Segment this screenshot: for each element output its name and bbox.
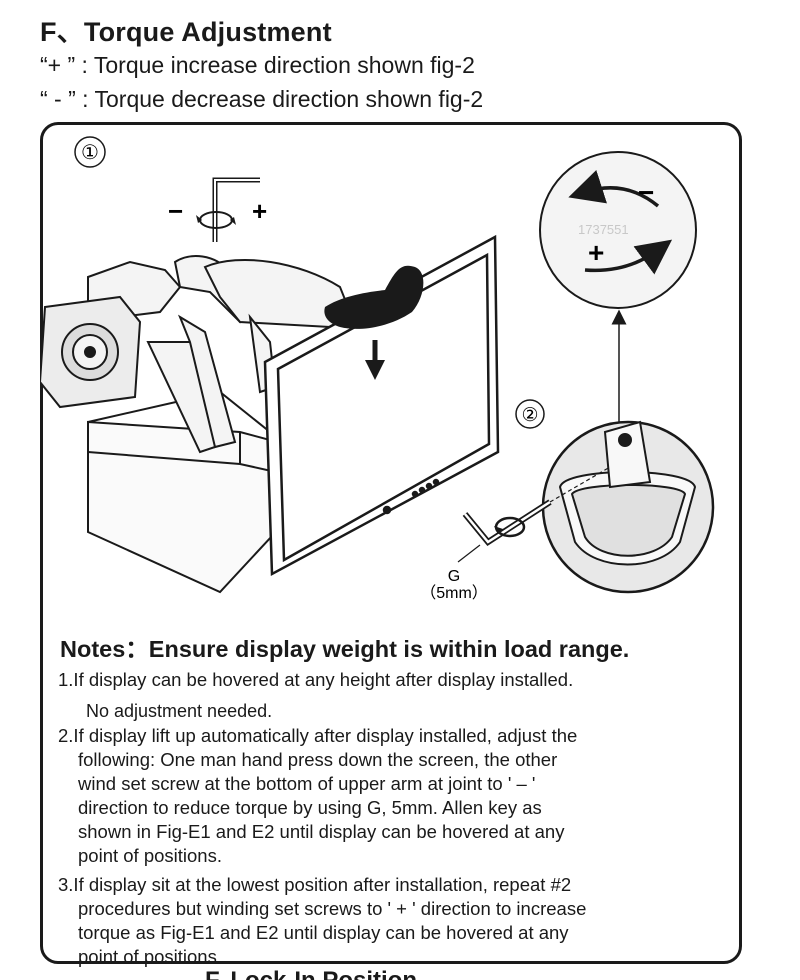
torque-illustration: ① − + [40,136,715,602]
tool-letter: G [448,568,460,585]
hand-icon [324,265,424,329]
plus-direction-note: “+ ” : Torque increase direction shown f… [40,52,475,78]
notes-heading: Notes：Ensure display weight is within lo… [60,636,630,662]
note-2-line-2: following: One man hand press down the s… [78,749,558,770]
instruction-frame [40,122,742,964]
note-2-line-4: direction to reduce torque by using G, 5… [78,797,542,818]
plus-sign: + [252,196,267,226]
tool-size: （5mm） [420,584,488,602]
note-3-line-1: 3.If display sit at the lowest position … [58,874,572,895]
increase-arrow-icon [584,239,673,275]
fig2-label: ② [521,404,538,426]
note-item-3: 3.If display sit at the lowest position … [58,873,708,969]
allen-key-g-icon [462,466,611,546]
fig2-circle [515,399,545,429]
inset-plus-sign: + [588,237,604,268]
note-item-1: 1.If display can be hovered at any heigh… [58,669,574,690]
tool-leader-line [457,544,481,563]
note-3-line-3: torque as Fig-E1 and E2 until display ca… [78,922,569,943]
section-title: F、Torque Adjustment [40,17,332,47]
note-3-line-2: procedures but winding set screws to ' +… [78,898,587,919]
decrease-arrow-icon [568,170,660,208]
allen-key-rotation-icon [196,177,260,242]
note-item-1-sub: No adjustment needed. [86,701,273,721]
note-2-line-3: wind set screw at the bottom of upper ar… [78,773,536,794]
note-2-line-1: 2.If display lift up automatically after… [58,725,578,746]
note-2-line-6: point of positions. [78,845,222,866]
note-item-2: 2.If display lift up automatically after… [58,724,708,868]
fig1-circle [74,136,106,168]
next-section-heading-cut: F. Lock-In Position [205,963,417,980]
joint-detail-drawing [558,420,697,566]
watermark: 1737551 [578,222,629,237]
press-down-arrow-icon [365,340,385,380]
minus-direction-note: “ - ” : Torque decrease direction shown … [40,86,484,112]
inset-minus-sign: − [638,177,654,208]
fig1-label: ① [81,140,99,164]
minus-sign: − [168,196,183,226]
vesa-plate-drawing [40,295,142,409]
note-2-line-5: shown in Fig-E1 and E2 until display can… [78,821,565,842]
note-3-line-4: point of positions. [78,946,222,967]
